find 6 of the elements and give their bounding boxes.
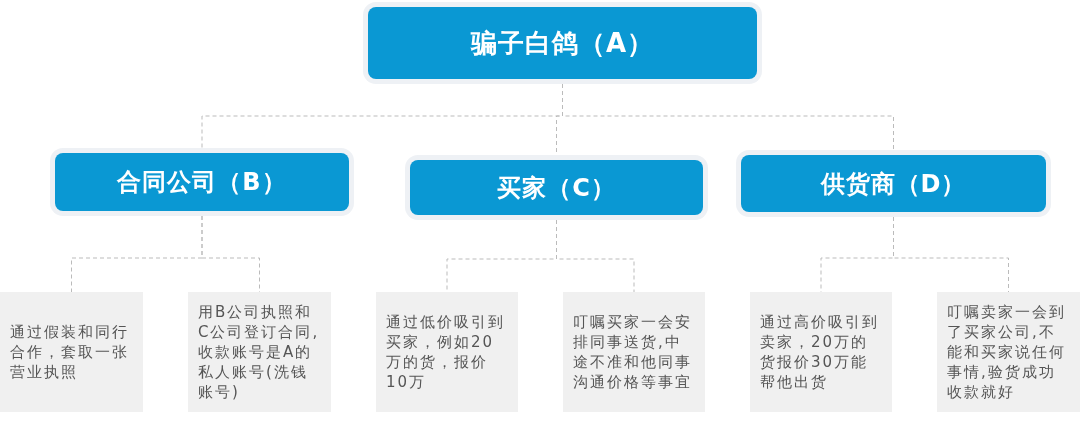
- note-box: 通过假装和同行合作，套取一张营业执照: [0, 292, 143, 412]
- note-box: 用B公司执照和C公司登订合同,收款账号是A的私人账号(洗钱账号): [188, 292, 331, 412]
- note-box: 通过低价吸引到买家，例如20万的货，报价10万: [376, 292, 518, 412]
- note-box: 叮嘱卖家一会到了买家公司,不能和买家说任何事情,验货成功收款就好: [937, 292, 1080, 412]
- note-box: 通过高价吸引到卖家，20万的货报价30万能帮他出货: [750, 292, 892, 412]
- note-box: 叮嘱买家一会安排同事送货,中途不准和他同事沟通价格等事宜: [563, 292, 705, 412]
